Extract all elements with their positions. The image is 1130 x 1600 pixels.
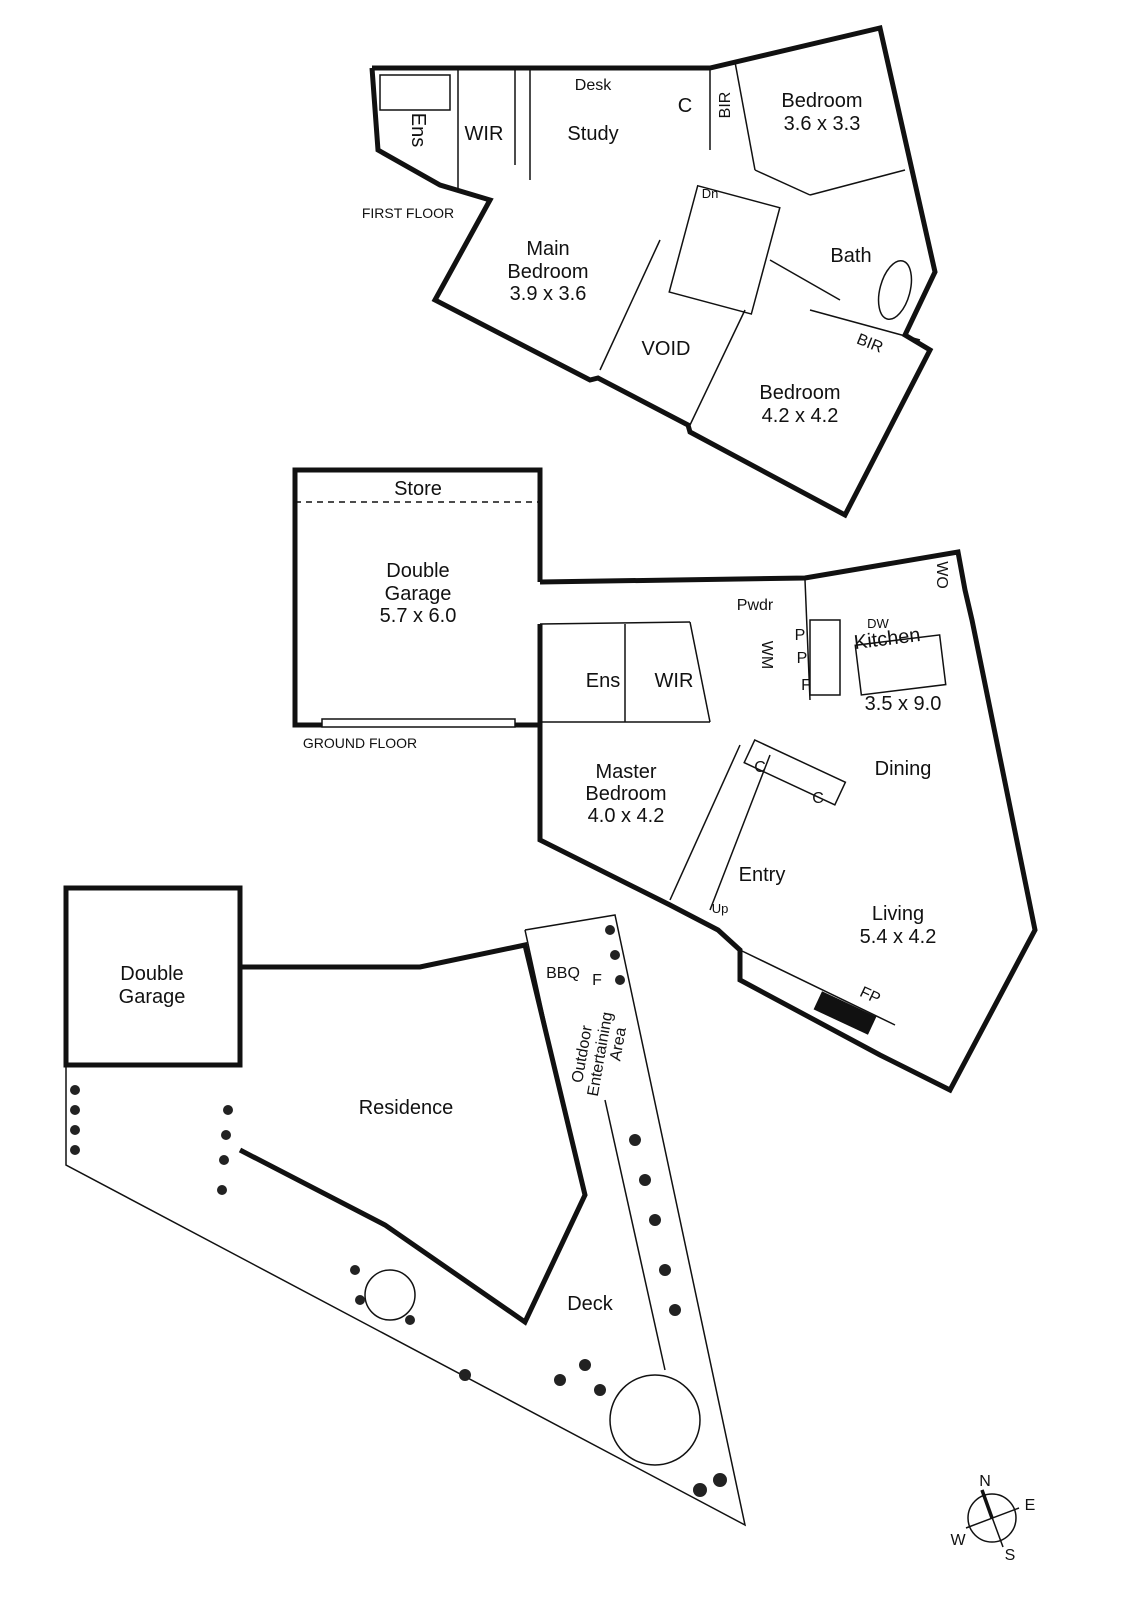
dining-label: Dining xyxy=(875,758,932,780)
ground-floor-label: GROUND FLOOR xyxy=(303,735,417,751)
entry-label: Entry xyxy=(739,864,786,886)
wir-label: WIR xyxy=(655,670,694,692)
master-name2: Bedroom xyxy=(585,783,666,805)
site-fridge-label: F xyxy=(592,972,602,989)
bedroom-bottom-size: 4.2 x 4.2 xyxy=(762,405,839,427)
site-garage-name2: Garage xyxy=(119,986,186,1008)
dw-label: DW xyxy=(867,616,889,631)
garage-name1: Double xyxy=(386,560,449,582)
cupboard-label: C xyxy=(678,95,692,117)
kitchen-label: Kitchen xyxy=(853,624,922,654)
site-garage xyxy=(63,885,243,1068)
living-label: Living xyxy=(872,903,924,925)
tree-icon xyxy=(364,1269,416,1321)
wo-label: WO xyxy=(933,561,950,589)
master-size: 4.0 x 4.2 xyxy=(588,805,665,827)
residence-label: Residence xyxy=(359,1097,454,1119)
ground-floor-plan: GROUND FLOOR Store Double Garage 5.7 x 6… xyxy=(292,467,1038,1094)
stairs-up-label: Up xyxy=(712,901,729,916)
first-floor-label: FIRST FLOOR xyxy=(362,205,454,221)
bbq-label: BBQ xyxy=(546,965,580,982)
wir-label: WIR xyxy=(465,123,504,145)
cupboard2-label: C xyxy=(812,790,824,807)
site-boundary xyxy=(65,914,747,1527)
cupboard1-label: C xyxy=(754,759,766,776)
bath-label: Bath xyxy=(830,245,871,267)
outdoor-label-3: Area xyxy=(607,1026,630,1062)
bedroom-top-size: 3.6 x 3.3 xyxy=(784,113,861,135)
fridge-label: F xyxy=(801,677,811,694)
fp-label: FP xyxy=(857,984,883,1008)
wm-label: WM xyxy=(758,641,775,669)
site-plan: Double Garage Residence BBQ F Outdoor En… xyxy=(63,885,747,1527)
desk-label: Desk xyxy=(575,77,612,94)
garage-name2: Garage xyxy=(385,583,452,605)
main-bedroom-name1: Main xyxy=(526,238,569,260)
bir-bottom-label: BIR xyxy=(854,331,885,357)
ens-label: Ens xyxy=(407,113,429,147)
main-bedroom-name2: Bedroom xyxy=(507,261,588,283)
pantry2-label: P xyxy=(797,650,808,667)
deck-label: Deck xyxy=(567,1293,614,1315)
site-garage-name1: Double xyxy=(120,963,183,985)
compass-n: N xyxy=(979,1473,991,1490)
store-label: Store xyxy=(394,478,442,500)
garage-size: 5.7 x 6.0 xyxy=(380,605,457,627)
pwdr-label: Pwdr xyxy=(737,597,774,614)
master-name1: Master xyxy=(595,761,656,783)
void-label: VOID xyxy=(642,338,691,360)
bir-top-label: BIR xyxy=(717,92,734,119)
first-floor-plan: FIRST FLOOR Ens WIR Desk Study C BIR Bed… xyxy=(362,24,938,519)
living-size: 5.4 x 4.2 xyxy=(860,926,937,948)
shrubs xyxy=(70,925,727,1497)
main-bedroom-size: 3.9 x 3.6 xyxy=(510,283,587,305)
tree-icon xyxy=(609,1374,701,1466)
compass-icon: N E S W xyxy=(950,1473,1035,1564)
bedroom-top-name: Bedroom xyxy=(781,90,862,112)
compass-s: S xyxy=(1005,1547,1016,1564)
kitchen-size: 3.5 x 9.0 xyxy=(865,693,942,715)
first-floor-outline xyxy=(369,24,938,519)
ens-label: Ens xyxy=(586,670,620,692)
ground-floor-outline xyxy=(537,549,1038,1094)
stairs-down-label: Dn xyxy=(702,186,719,201)
bedroom-bottom-name: Bedroom xyxy=(759,382,840,404)
study-label: Study xyxy=(567,123,618,145)
residence-outline xyxy=(238,942,588,1326)
pantry1-label: P xyxy=(795,627,806,644)
compass-e: E xyxy=(1025,1497,1036,1514)
compass-w: W xyxy=(950,1532,966,1549)
